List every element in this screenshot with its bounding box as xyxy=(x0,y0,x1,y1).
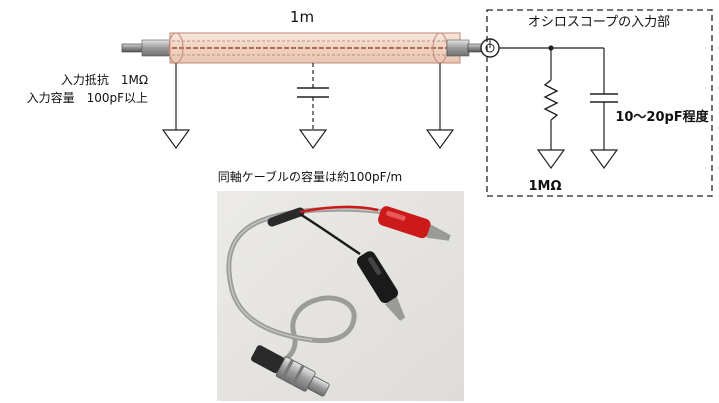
ground-right xyxy=(425,63,455,150)
photo-red-clip xyxy=(378,206,451,241)
coax-cable xyxy=(121,32,483,64)
oscilloscope-circuit xyxy=(499,45,619,170)
center-conductor-right xyxy=(467,43,483,53)
resistor-symbol xyxy=(543,79,559,121)
photo-red-lead xyxy=(299,205,379,214)
bnc-connector-symbol xyxy=(480,38,500,58)
inner-insulation-left xyxy=(141,39,173,57)
input-resistance-label: 入力抵抗 1MΩ xyxy=(61,72,148,87)
photo-black-clip xyxy=(356,251,406,321)
photo-cable-junction xyxy=(267,207,305,227)
cable-photo xyxy=(217,191,464,401)
ground-left xyxy=(161,63,191,150)
photo-black-lead xyxy=(299,212,361,256)
cable-capacitance-symbol xyxy=(297,63,329,150)
resistor-value-label: 1MΩ xyxy=(528,179,561,194)
photo-bnc-connector xyxy=(251,345,330,397)
input-capacitance-label: 入力容量 100pF以上 xyxy=(27,90,148,105)
oscilloscope-box-title: オシロスコープの入力部 xyxy=(528,15,670,30)
cable-capacitance-caption: 同軸ケーブルの容量は約100pF/m xyxy=(218,169,402,184)
capacitor-value-label: 10～20pF程度 xyxy=(615,109,709,125)
oscilloscope-input-box xyxy=(486,9,713,197)
cable-length-label: 1m xyxy=(290,8,314,26)
inner-insulation-right xyxy=(446,39,470,57)
